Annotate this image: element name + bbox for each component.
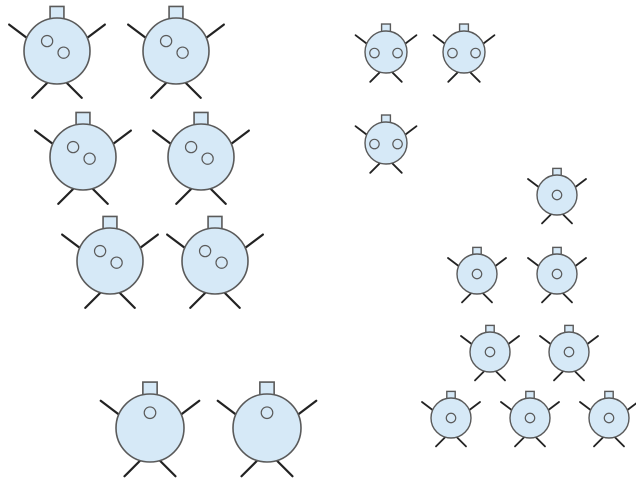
- large-figure-two-eyes-3: [35, 112, 131, 203]
- large-figure-two-eyes-6: [167, 216, 263, 307]
- small-figure-one-eye-1: [528, 168, 586, 223]
- large-figure-one-eye-2: [218, 382, 317, 476]
- large-figure-two-eyes-4: [153, 112, 249, 203]
- small-figure-side-eyes-3: [356, 115, 417, 173]
- small-figure-one-eye-6: [422, 391, 480, 446]
- small-figure-one-eye-7: [501, 391, 559, 446]
- small-figure-side-eyes-1: [356, 24, 417, 82]
- small-figure-one-eye-8: [580, 391, 636, 446]
- small-figure-one-eye-5: [540, 325, 598, 380]
- large-figure-two-eyes-1: [9, 6, 105, 97]
- small-figure-side-eyes-2: [434, 24, 495, 82]
- large-figure-one-eye-1: [101, 382, 200, 476]
- large-figure-two-eyes-2: [128, 6, 224, 97]
- small-figure-one-eye-3: [528, 247, 586, 302]
- small-figure-one-eye-2: [448, 247, 506, 302]
- small-figure-one-eye-4: [461, 325, 519, 380]
- large-figure-two-eyes-5: [62, 216, 158, 307]
